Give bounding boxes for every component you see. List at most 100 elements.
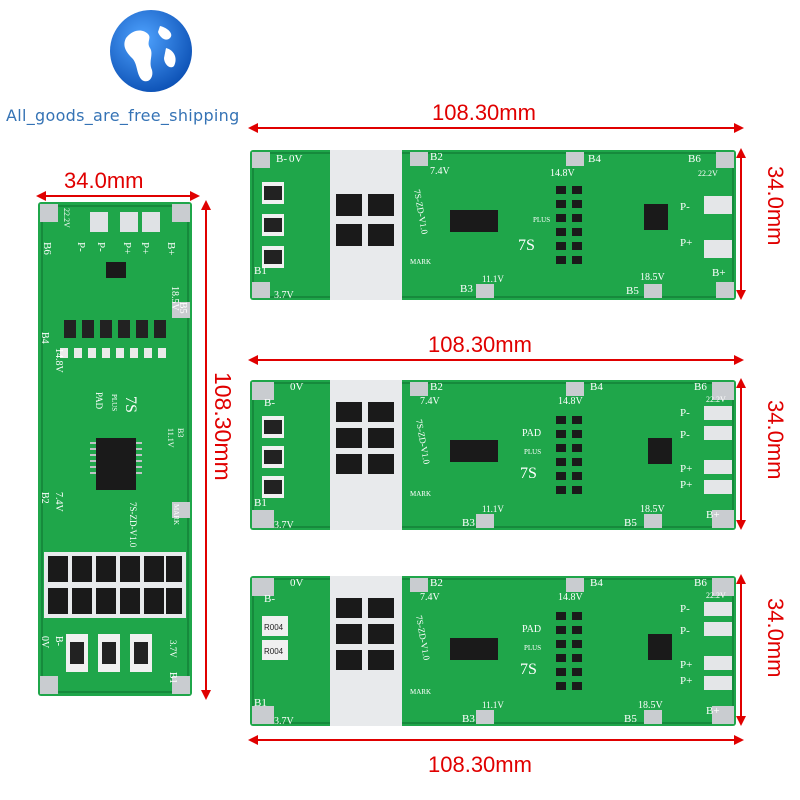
silk-b-minus-0v: B-0V (276, 153, 303, 165)
silk-b1: B1 (254, 497, 267, 509)
silk-185v: 18.5V (638, 700, 664, 711)
silk-b3: B3 (460, 283, 473, 295)
silk-p-plus-1: P+ (680, 659, 692, 671)
silk-b-plus: B+ (706, 509, 720, 521)
pcb-board-2: 0V B- B1 3.7V B2 7.4V B3 11.1V B4 14.8V … (250, 380, 736, 530)
silk-7s: 7S (520, 661, 537, 678)
silk-b-plus: B+ (165, 242, 177, 256)
silk-111v: 11.1V (482, 274, 504, 284)
left-pcb-board: B6 22.2V P- P- P+ P+ B+ 18.5V B5 B4 14.8… (38, 202, 192, 696)
board2-length-label: 108.30mm (428, 332, 532, 357)
silk-148v: 14.8V (53, 348, 64, 374)
silk-148v: 14.8V (558, 592, 584, 603)
silk-b-plus: B+ (712, 267, 726, 279)
silk-pad: PAD (94, 392, 104, 410)
board2-width-label: 34.0mm (763, 400, 788, 480)
silk-b5: B5 (624, 713, 637, 725)
silk-plus: PLUS (533, 216, 550, 224)
silk-b4: B4 (39, 332, 50, 344)
silk-plus: PLUS (524, 644, 541, 652)
silk-pad: PAD (522, 624, 541, 635)
silk-b3: B3 (462, 517, 475, 529)
silk-22v: 22.2V (706, 395, 726, 404)
left-board-width-label: 34.0mm (64, 168, 144, 193)
silk-p-minus-1: P- (75, 242, 87, 252)
silk-b4: B4 (588, 153, 601, 165)
resistor-label-2: R004 (264, 647, 284, 656)
globe-icon (110, 10, 192, 92)
silk-b4: B4 (590, 577, 603, 589)
silk-b1: B1 (167, 672, 178, 684)
board1-length-label: 108.30mm (432, 100, 536, 125)
silk-plus: PLUS (524, 448, 541, 456)
silk-b1: B1 (254, 265, 267, 277)
silk-b3: B3 (462, 713, 475, 725)
silk-b5: B5 (624, 517, 637, 529)
silk-74v: 7.4V (420, 592, 441, 603)
board3-length-label: 108.30mm (428, 752, 532, 777)
silk-p-minus-2: P- (95, 242, 107, 252)
silk-p-plus-1: P+ (680, 463, 692, 475)
silk-7s: 7S (520, 465, 537, 482)
silk-0v: 0V (39, 636, 50, 649)
silk-b6: B6 (694, 381, 707, 393)
silk-111v: 11.1V (166, 428, 175, 448)
silk-p-plus-2: P+ (139, 242, 151, 254)
silk-b4: B4 (590, 381, 603, 393)
brand-logo (108, 8, 194, 94)
silk-148v: 14.8V (550, 168, 576, 179)
silk-22v: 22.2V (706, 591, 726, 600)
silk-b2: B2 (39, 492, 50, 504)
silk-37v: 3.7V (274, 520, 295, 530)
silk-b2: B2 (430, 151, 443, 163)
silk-p-minus: P- (680, 201, 690, 213)
silk-b5: B5 (177, 302, 188, 314)
silk-37v: 3.7V (274, 290, 295, 300)
silk-b2: B2 (430, 381, 443, 393)
board1-width-label: 34.0mm (763, 166, 788, 246)
resistor-label-1: R004 (264, 623, 284, 632)
silk-p-plus: P+ (680, 237, 692, 249)
silk-p-minus-1: P- (680, 407, 690, 419)
silk-185v: 18.5V (640, 272, 666, 283)
silk-p-minus-1: P- (680, 603, 690, 615)
silk-p-minus-2: P- (680, 625, 690, 637)
silk-plus: PLUS (110, 394, 118, 411)
silk-7s: 7S (122, 396, 139, 413)
pcb-board-1: B-0V B1 3.7V B2 7.4V B3 11.1V B4 14.8V B… (250, 150, 736, 300)
brand-name: All_goods_are_free_shipping (6, 106, 240, 125)
silk-mark: MARK (410, 258, 431, 266)
silk-b1: B1 (254, 697, 267, 709)
silk-b5: B5 (626, 285, 639, 297)
board3-width-label: 34.0mm (763, 598, 788, 678)
silk-0v: 0V (290, 577, 304, 589)
silk-185v: 18.5V (169, 286, 180, 312)
pcb-board-3: R004 R004 0V B- B1 3.7V B2 7.4V B3 11.1V… (250, 576, 736, 726)
silk-74v: 7.4V (430, 166, 451, 177)
silk-b6: B6 (688, 153, 701, 165)
silk-148v: 14.8V (558, 396, 584, 407)
silk-b3: B3 (176, 428, 185, 437)
silk-b-plus: B+ (706, 705, 720, 717)
silk-22v: 22.2V (698, 169, 718, 178)
silk-37v: 3.7V (168, 640, 178, 658)
silk-p-plus-1: P+ (121, 242, 133, 254)
left-board-length-label: 108.30mm (210, 372, 236, 481)
silk-0v: 0V (290, 381, 304, 393)
silk-model: 7S-ZD-V1.0 (128, 502, 138, 548)
silk-111v: 11.1V (482, 504, 504, 514)
silk-p-plus-2: P+ (680, 675, 692, 687)
silk-mark: MARK (410, 490, 431, 498)
silk-37v: 3.7V (274, 716, 295, 726)
silk-mark: MARK (172, 504, 180, 525)
silk-b-minus: B- (53, 636, 64, 646)
silk-74v: 7.4V (53, 492, 64, 513)
silk-185v: 18.5V (640, 504, 666, 515)
silk-111v: 11.1V (482, 700, 504, 710)
silk-b-minus: B- (264, 593, 275, 605)
silk-mark: MARK (410, 688, 431, 696)
silk-74v: 7.4V (420, 396, 441, 407)
silk-7s: 7S (518, 237, 535, 254)
silk-b6: B6 (694, 577, 707, 589)
silk-b6: B6 (41, 242, 53, 255)
